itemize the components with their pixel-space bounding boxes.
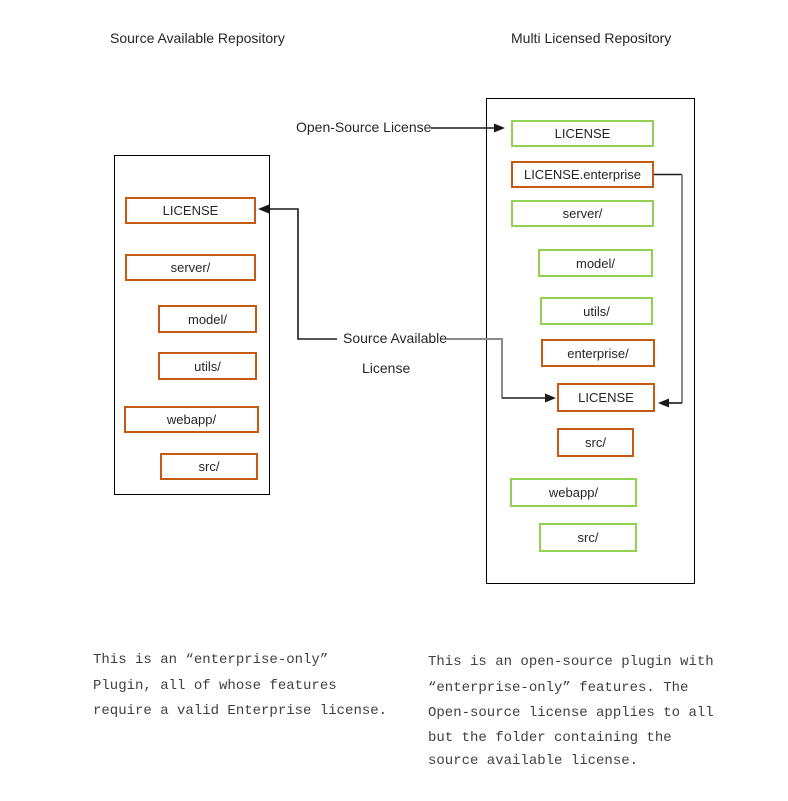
left-box-utils: utils/ <box>158 352 257 380</box>
left-box-server: server/ <box>125 254 256 281</box>
caption-line: This is an open-source plugin with <box>428 654 714 670</box>
caption-line: but the folder containing the <box>428 729 672 746</box>
caption-line: This is an “enterprise-only” <box>93 652 329 668</box>
right-box-license-top: LICENSE <box>511 120 654 147</box>
caption-line: Open-source license applies to all <box>428 705 714 721</box>
open-source-license-label: Open-Source License <box>292 119 436 135</box>
left-box-license: LICENSE <box>125 197 256 224</box>
right-box-src-inner: src/ <box>557 428 634 457</box>
right-repo-title: Multi Licensed Repository <box>511 30 672 46</box>
caption-line: source available license. <box>428 752 639 769</box>
caption-line: Plugin, all of whose features <box>93 677 337 694</box>
right-box-license-inner: LICENSE <box>557 383 655 412</box>
left-repo-caption: This is an “enterprise-only” Plugin, all… <box>93 648 403 725</box>
right-box-model: model/ <box>538 249 653 277</box>
left-box-src: src/ <box>160 453 258 480</box>
source-available-label-line1: Source Available <box>339 330 452 346</box>
right-box-enterprise-folder: enterprise/ <box>541 339 655 367</box>
right-box-server: server/ <box>511 200 654 227</box>
left-repo-title: Source Available Repository <box>110 30 285 46</box>
caption-line: “enterprise-only” features. The <box>428 679 689 696</box>
right-box-webapp: webapp/ <box>510 478 637 507</box>
source-available-left-line <box>270 208 337 340</box>
caption-line: require a valid Enterprise license. <box>93 703 388 719</box>
source-available-label-line2: License <box>358 360 415 376</box>
right-box-utils: utils/ <box>540 297 653 325</box>
right-box-src-bottom: src/ <box>539 523 637 552</box>
left-box-webapp: webapp/ <box>124 406 259 433</box>
right-repo-caption: This is an open-source plugin with “ente… <box>428 650 728 773</box>
right-box-license-enterprise: LICENSE.enterprise <box>511 161 654 188</box>
left-box-model: model/ <box>158 305 257 333</box>
